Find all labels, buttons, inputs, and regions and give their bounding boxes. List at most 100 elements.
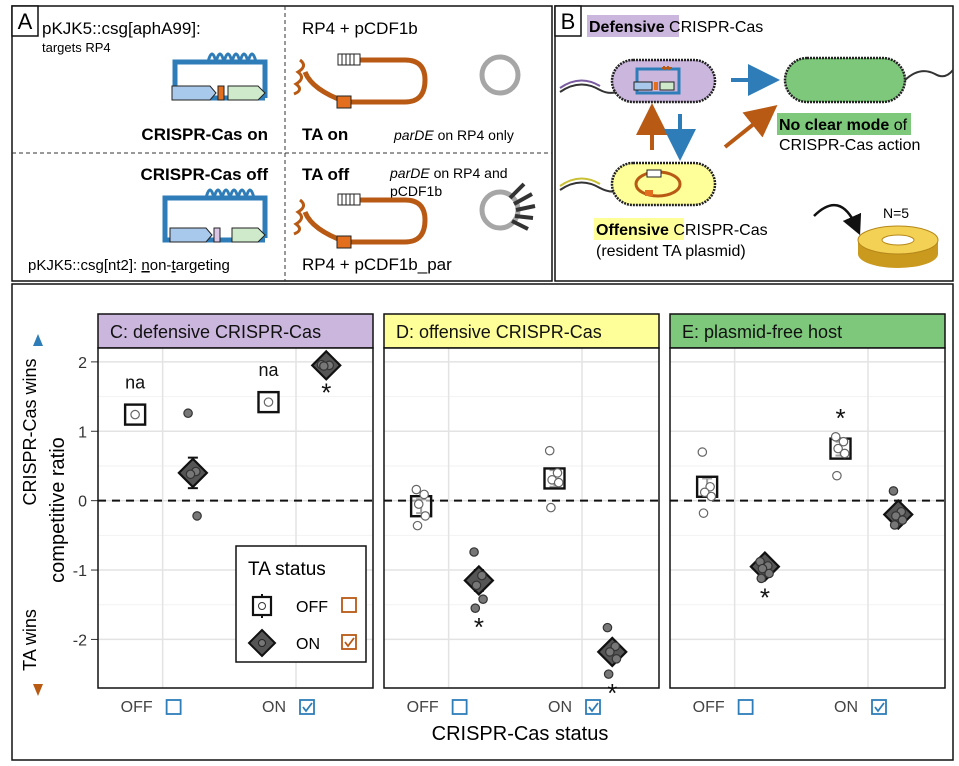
x-tick-check-icon [588, 702, 599, 713]
data-point [757, 563, 768, 574]
y-arrow-up-head [33, 334, 43, 346]
data-point [706, 491, 717, 502]
x-tick-label: OFF [693, 699, 725, 716]
x-tick-checkbox [299, 699, 315, 715]
data-point [263, 397, 274, 407]
panel-a-letter-box [11, 5, 39, 37]
petri-dish-icon [857, 225, 939, 268]
facet-1: D: offensive CRISPR-Cas * * OFF ON [383, 313, 660, 716]
data-point [756, 573, 767, 584]
defensive-highlight [587, 15, 679, 37]
y-label-ta-wins: TA wins [20, 609, 40, 671]
data-point [603, 669, 614, 679]
y-tick-label: 2 [78, 355, 87, 372]
panel-b: B Defensive CRISPR-Cas No clear mode of … [554, 5, 954, 282]
data-point [130, 409, 140, 420]
defensive-cell-icon [559, 58, 717, 104]
facet-title: C: defensive CRISPR-Cas [110, 322, 321, 342]
group-on-off: na [257, 360, 280, 414]
legend-key-on [247, 628, 277, 658]
legend-off-checkbox [341, 597, 357, 613]
offensive-crispr-label: Offensive CRISPR-Cas [596, 222, 768, 239]
panel-a-letter: A [18, 9, 33, 34]
legend-on-checkbox [341, 634, 357, 650]
ta-on-label: TA on [302, 125, 348, 144]
crispr-off-label: CRISPR-Cas off [140, 165, 268, 184]
no-clear-mode-label: No clear mode of [779, 117, 908, 134]
data-point [477, 570, 487, 581]
legend: TA status OFF ON [235, 545, 367, 663]
data-point [602, 622, 613, 633]
group-off-on: * [749, 551, 781, 612]
plasmid-nontargeting-label: pKJK5::csg[nt2]: non-targeting [28, 257, 230, 274]
data-point [183, 408, 193, 419]
group-on-on [882, 486, 914, 531]
pardE-pcdf1b: pCDF1b [390, 183, 442, 199]
x-tick-check-icon [874, 702, 885, 713]
facet-title: E: plasmid-free host [682, 322, 842, 342]
chart-frame [11, 283, 954, 761]
y-tick-label: -2 [73, 632, 87, 649]
significance-label: * [321, 377, 331, 407]
significance-label: * [474, 612, 484, 642]
n-replicates-label: N=5 [883, 205, 909, 221]
data-point [764, 568, 774, 579]
x-tick-checkbox [165, 699, 182, 715]
group-on-off: * [829, 403, 852, 481]
facet-border [383, 347, 660, 689]
x-axis-title: CRISPR-Cas status [432, 723, 609, 745]
data-point [838, 436, 849, 447]
panel-b-letter: B [561, 9, 576, 34]
crispr-plasmid-on-icon [171, 52, 268, 101]
group-off-off [695, 447, 719, 518]
data-point [319, 361, 329, 371]
data-point [192, 511, 202, 521]
group-off-off [409, 484, 433, 531]
arrow-to-dish [813, 203, 862, 236]
facet-panel [384, 348, 659, 688]
group-on-on: * [596, 622, 628, 708]
data-point [698, 508, 709, 518]
data-point [419, 489, 429, 500]
legend-off-label: OFF [296, 599, 328, 616]
panel-a-rp4-pcdf1b: RP4 + pCDF1b [302, 19, 418, 38]
offensive-cell-icon [559, 161, 717, 207]
panel-b-letter-box [554, 5, 582, 37]
crispr-on-label: CRISPR-Cas on [141, 125, 268, 144]
x-tick-label: OFF [407, 699, 439, 716]
pardE-rp4-and: parDE on RP4 and [389, 165, 508, 181]
panel-a-targets-rp4: targets RP4 [42, 40, 111, 55]
y-tick-label: 0 [78, 494, 87, 511]
data-point [412, 520, 423, 531]
significance-label: * [607, 678, 617, 708]
data-point [897, 515, 908, 525]
group-on-off [543, 445, 566, 513]
no-clear-mode-highlight [777, 113, 911, 135]
significance-label: na [125, 373, 146, 393]
panel-a: A pKJK5::csg[aphA99]: targets RP4 RP4 + … [11, 5, 553, 282]
data-point [611, 654, 622, 664]
plasmid-free-cell-icon [783, 56, 954, 104]
y-tick-label: 1 [78, 424, 87, 441]
data-point [413, 499, 424, 509]
group-off-on: * [463, 547, 495, 642]
facet-title: D: offensive CRISPR-Cas [396, 322, 602, 342]
crispr-plasmid-off-icon [162, 188, 268, 243]
x-tick-label: ON [548, 699, 572, 716]
data-point [699, 487, 710, 498]
data-point [605, 647, 615, 657]
data-point [478, 594, 488, 604]
ta-plasmid-off-icon [293, 193, 428, 249]
legend-title: TA status [248, 559, 326, 580]
data-point [471, 580, 482, 591]
panel-b-frame [554, 5, 954, 282]
data-point [470, 603, 481, 614]
y-axis-title: competitive ratio [47, 437, 69, 583]
defensive-crispr-title: Defensive CRISPR-Cas [589, 19, 763, 36]
offensive-highlight [594, 218, 684, 240]
x-tick-check-icon [302, 702, 313, 713]
